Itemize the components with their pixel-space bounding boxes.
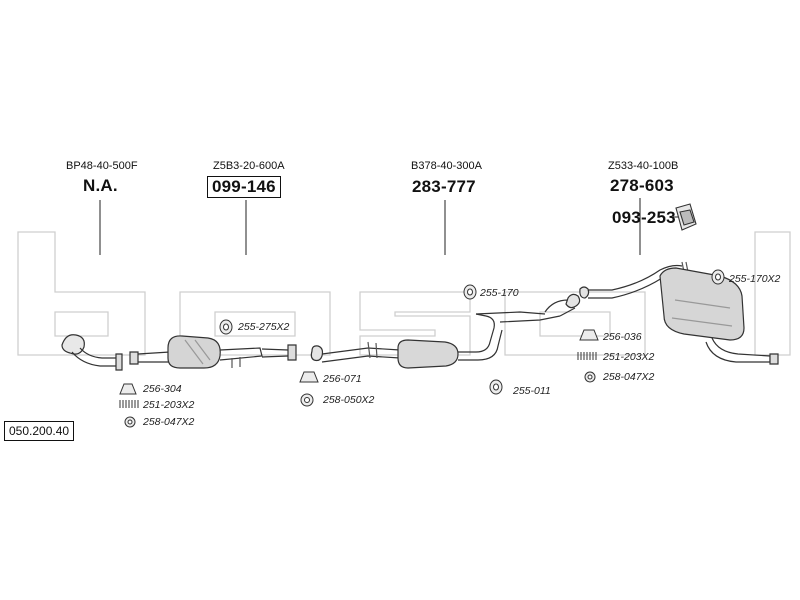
- accessory-258-047-rear-label[interactable]: 258-047X2: [603, 371, 655, 383]
- catalyst-code: Z5B3-20-600A: [213, 160, 285, 172]
- accessory-255-170-label[interactable]: 255-170: [480, 287, 519, 299]
- rear-silencer-shape: [579, 261, 779, 365]
- spring-icon: [577, 352, 597, 360]
- bracket-kit-part-number[interactable]: 093-253: [612, 208, 676, 227]
- accessory-256-304-label[interactable]: 256-304: [143, 383, 182, 395]
- bracket-kit-shape: [675, 203, 697, 231]
- accessory-258-050-label[interactable]: 258-050X2: [323, 394, 375, 406]
- front-pipe-part-number[interactable]: N.A.: [83, 176, 118, 195]
- accessory-255-170x2-label[interactable]: 255-170X2: [729, 273, 781, 285]
- diagram-number: 050.200.40: [4, 421, 75, 441]
- front-pipe-shape: [61, 334, 123, 371]
- gasket-icon: [119, 383, 137, 395]
- gasket-icon: [299, 371, 319, 383]
- middle-silencer-part-number[interactable]: 283-777: [412, 177, 476, 196]
- accessory-251-203-rear-label[interactable]: 251-203X2: [603, 351, 655, 363]
- leader-lines: [99, 198, 682, 255]
- catalyst-shape: [129, 335, 297, 369]
- accessory-icons: [119, 269, 725, 428]
- gasket-icon: [579, 329, 599, 341]
- middle-silencer-shape: [310, 293, 581, 369]
- catalyst-part-number[interactable]: 099-146: [207, 176, 281, 198]
- accessory-251-203-front-label[interactable]: 251-203X2: [143, 399, 195, 411]
- accessory-258-047-front-label[interactable]: 258-047X2: [143, 416, 195, 428]
- accessory-255-275-label[interactable]: 255-275X2: [238, 321, 290, 333]
- front-pipe-code: BP48-40-500F: [66, 160, 138, 172]
- accessory-256-071-label[interactable]: 256-071: [323, 373, 362, 385]
- rear-silencer-part-number[interactable]: 278-603: [610, 176, 674, 195]
- accessory-255-011-label[interactable]: 255-011: [513, 385, 551, 397]
- spring-icon: [119, 400, 139, 408]
- accessory-256-036-label[interactable]: 256-036: [603, 331, 642, 343]
- middle-silencer-code: B378-40-300A: [411, 160, 482, 172]
- bosal-watermark: [17, 231, 791, 356]
- rear-silencer-code: Z533-40-100B: [608, 160, 679, 172]
